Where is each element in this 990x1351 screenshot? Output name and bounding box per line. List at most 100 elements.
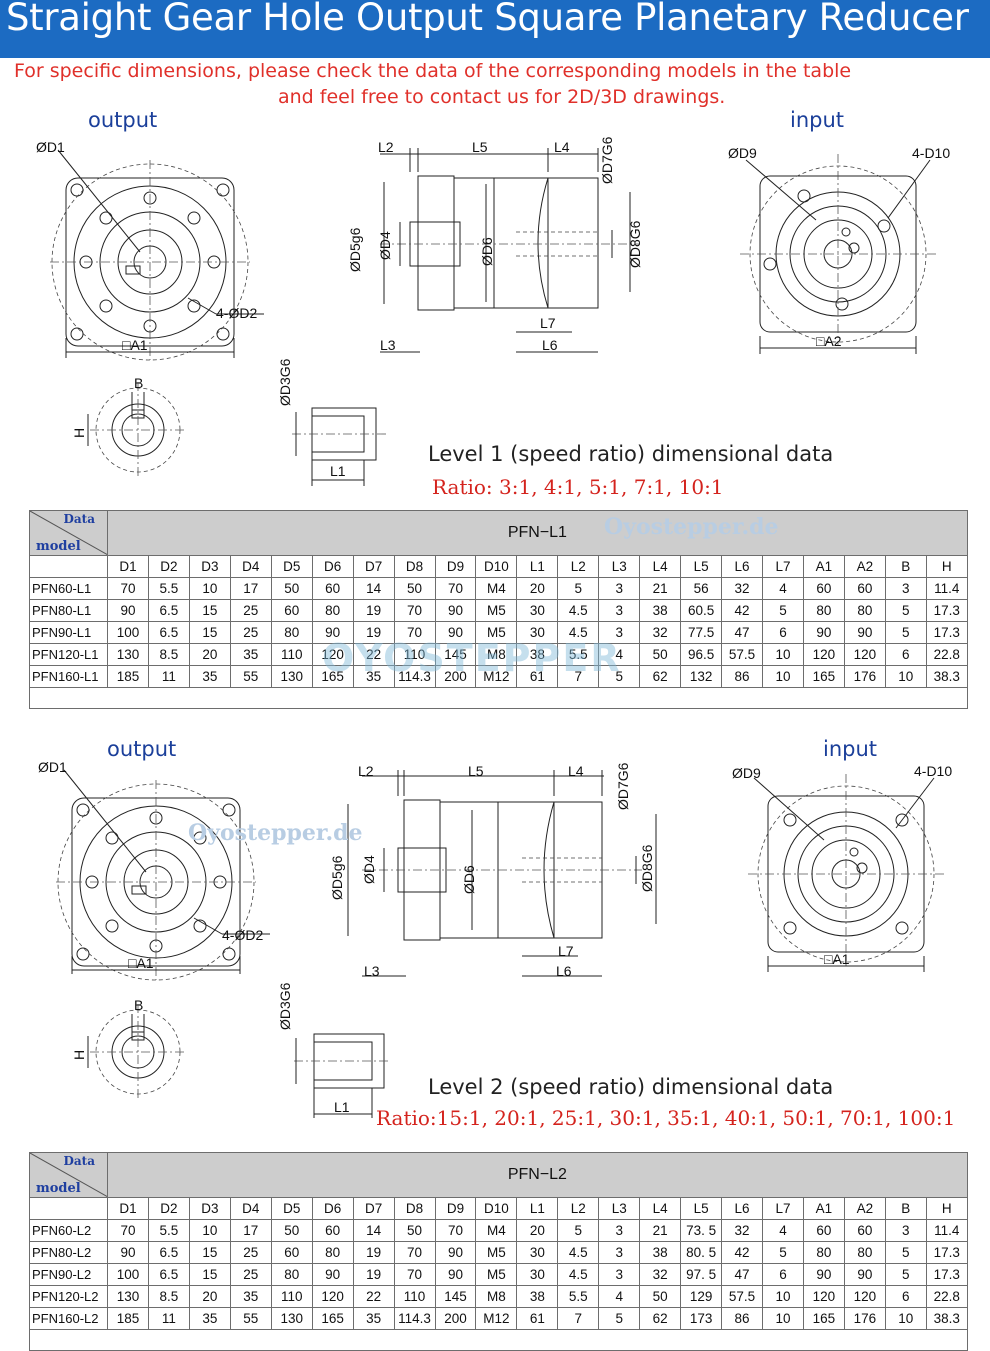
table-cell: 10	[188, 577, 231, 600]
table-cell: 10	[762, 665, 804, 688]
table-cell: 130	[270, 1307, 313, 1330]
column-header: D2	[147, 1197, 190, 1220]
table-cell: 165	[311, 1307, 354, 1330]
table-cell: 15	[188, 1263, 231, 1286]
column-header-blank	[29, 555, 108, 578]
table-cell: 38	[639, 1241, 682, 1264]
table-cell: 90	[434, 1263, 477, 1286]
column-header: A2	[843, 555, 886, 578]
keyway-detail-drawing-2: B H	[71, 997, 186, 1098]
table-cell: 30	[516, 599, 559, 622]
label-H-2: H	[71, 1050, 87, 1060]
column-header: D2	[147, 555, 190, 578]
table-cell: 50	[270, 1219, 313, 1242]
table-cell: 86	[721, 1307, 763, 1330]
table-cell: 5.5	[557, 1285, 600, 1308]
table-cell: 38	[516, 1285, 559, 1308]
table-cell: 165	[311, 665, 354, 688]
column-header: L5	[680, 1197, 723, 1220]
table-cell: 80	[843, 1241, 886, 1264]
table-cell: 32	[721, 577, 763, 600]
table-cell: 77.5	[680, 621, 723, 644]
input-front-view-drawing: ØD9 4-D10 □A2	[728, 145, 950, 354]
label-H: H	[71, 428, 87, 438]
side-view-drawing-2: L2 L5 L4 ØD7G6 ØD5g6 ØD4 ØD6 ØD8G6 L7 L3…	[329, 762, 657, 979]
label-L2-2: L2	[358, 763, 374, 779]
table-corner-cell: Data model	[29, 510, 108, 556]
model-cell: PFN60-L1	[29, 577, 108, 600]
table-cell: 11	[147, 1307, 190, 1330]
table-cell: 5.5	[557, 643, 600, 666]
table-cell: 165	[802, 1307, 845, 1330]
table-cell: 20	[516, 577, 559, 600]
label-L7-2: L7	[558, 943, 574, 959]
table-cell: 22.8	[925, 1285, 968, 1308]
table-cell: 100	[107, 1263, 149, 1286]
table-cell: 6	[884, 1285, 927, 1308]
label-D5: ØD5g6	[347, 227, 363, 272]
empty-cell	[29, 687, 968, 709]
table-cell: 5	[762, 599, 804, 622]
table-cell: 185	[107, 665, 149, 688]
table-cell: 200	[434, 1307, 477, 1330]
table-cell: 100	[107, 621, 149, 644]
column-header: D6	[311, 1197, 354, 1220]
table-cell: 120	[802, 1285, 845, 1308]
table-cell: 19	[352, 1241, 395, 1264]
table-cell: 35	[229, 1285, 272, 1308]
label-D10: 4-D10	[912, 145, 950, 161]
table-group-title: PFN−L2	[107, 1152, 968, 1198]
table-cell: 3	[598, 599, 641, 622]
table-cell: 19	[352, 599, 395, 622]
table-cell: 6.5	[147, 1241, 190, 1264]
table-cell: 60	[311, 577, 354, 600]
table-cell: 50	[639, 1285, 682, 1308]
table-cell: 17	[229, 577, 272, 600]
table-cell: 32	[639, 1263, 682, 1286]
table-cell: 97. 5	[680, 1263, 723, 1286]
table-corner-cell: Data model	[29, 1152, 108, 1198]
table-cell: 17.3	[925, 1263, 968, 1286]
model-cell: PFN80-L2	[29, 1241, 108, 1264]
table-cell: 22.8	[925, 643, 968, 666]
table-cell: 176	[843, 665, 886, 688]
table-cell: 14	[352, 577, 395, 600]
table-cell: 19	[352, 621, 395, 644]
table-cell: 5	[557, 577, 600, 600]
note-line-2: and feel free to contact us for 2D/3D dr…	[278, 86, 726, 108]
label-A1: □A1	[122, 337, 148, 353]
table-cell: 47	[721, 1263, 763, 1286]
table-cell: 90	[107, 1241, 149, 1264]
table-cell: 6.5	[147, 621, 190, 644]
label-L4-2: L4	[568, 763, 584, 779]
table-cell: 6.5	[147, 1263, 190, 1286]
table-cell: M12	[475, 665, 518, 688]
column-header: L6	[721, 555, 763, 578]
column-header: L4	[639, 555, 682, 578]
level-2-ratio: Ratio:15:1, 20:1, 25:1, 30:1, 35:1, 40:1…	[376, 1106, 956, 1130]
table-cell: 38.3	[925, 665, 968, 688]
label-D1-2: ØD1	[38, 759, 67, 775]
table-cell: 60	[270, 1241, 313, 1264]
table-cell: 114.3	[393, 1307, 436, 1330]
table-cell: 8.5	[147, 643, 190, 666]
table-cell: 90	[434, 599, 477, 622]
table-cell: 6	[884, 643, 927, 666]
table-cell: 4	[762, 577, 804, 600]
table-cell: 6	[762, 1263, 804, 1286]
table-cell: 25	[229, 621, 272, 644]
table-cell: 50	[393, 577, 436, 600]
table-cell: 5.5	[147, 1219, 190, 1242]
table-cell: 10	[762, 1285, 804, 1308]
table-cell: 80	[802, 1241, 845, 1264]
table-cell: M5	[475, 599, 518, 622]
table-cell: 30	[516, 1263, 559, 1286]
column-header: D7	[352, 1197, 395, 1220]
table-cell: 129	[680, 1285, 723, 1308]
table-cell: 21	[639, 1219, 682, 1242]
table-cell: 6.5	[147, 599, 190, 622]
table-cell: 10	[762, 643, 804, 666]
table-cell: 4.5	[557, 621, 600, 644]
